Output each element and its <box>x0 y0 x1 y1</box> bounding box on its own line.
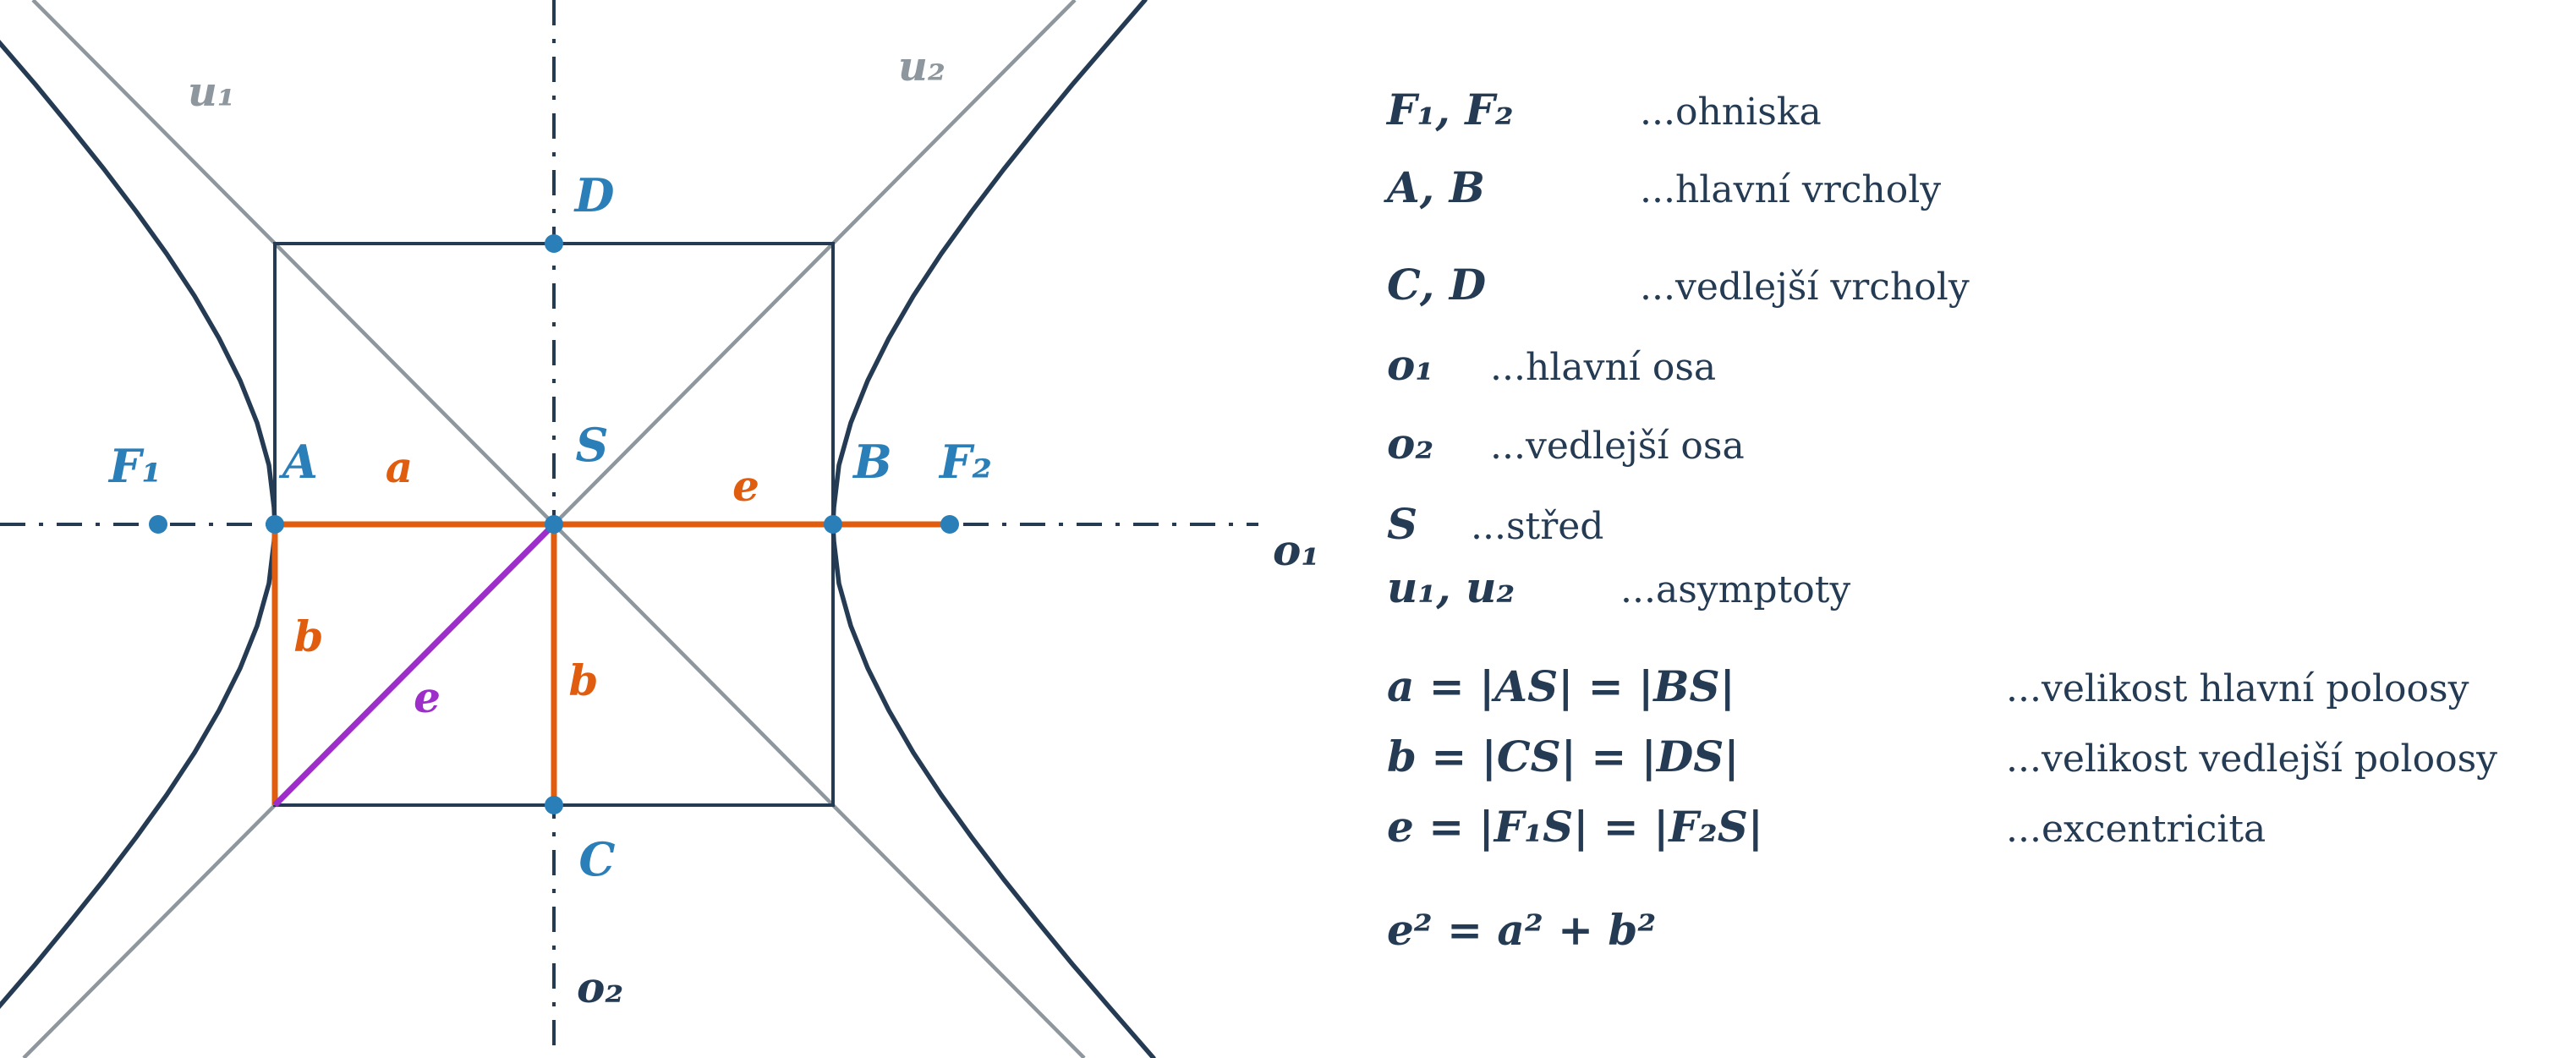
legend-row-main-axis: o₁ ...hlavní osa <box>1387 340 2554 391</box>
legend-panel: F₁, F₂ ...ohniska A, B ...hlavní vrcholy… <box>1387 85 2554 956</box>
legend-symbol: F₁, F₂ <box>1387 85 1514 134</box>
hyperbola-right-branch <box>830 0 1156 1058</box>
legend-symbol: e² = a² + b² <box>1387 905 1657 955</box>
label-u2: u₂ <box>898 43 945 90</box>
label-b-center: b <box>569 655 599 705</box>
point-F2 <box>940 515 959 534</box>
label-D: D <box>573 168 615 222</box>
label-a: a <box>386 442 413 492</box>
legend-row-eccentricity: e = |F₁S| = |F₂S| ...excentricita <box>1387 802 2554 852</box>
legend-symbol: S <box>1387 499 1418 549</box>
point-D <box>545 234 563 253</box>
hyperbola-diagram: F₁ A S B F₂ D C a e b b e u₁ u₂ o₁ o₂ <box>0 0 1319 1058</box>
legend-symbol: e = |F₁S| = |F₂S| <box>1387 802 1763 852</box>
point-B <box>824 515 842 534</box>
label-F1: F₁ <box>107 439 162 493</box>
legend-symbol: u₁, u₂ <box>1387 562 1515 612</box>
legend-desc: ...ohniska <box>1640 90 1822 134</box>
label-o2: o₂ <box>577 962 623 1012</box>
label-B: B <box>852 435 892 489</box>
label-o1: o₁ <box>1273 525 1319 575</box>
legend-row-asymptotes: u₁, u₂ ...asymptoty <box>1387 562 2554 613</box>
diagram-panel: F₁ A S B F₂ D C a e b b e u₁ u₂ o₁ o₂ <box>0 0 1319 1058</box>
legend-desc: ...vedlejší osa <box>1490 425 1745 468</box>
point-A <box>266 515 284 534</box>
legend-row-foci: F₁, F₂ ...ohniska <box>1387 85 2554 135</box>
legend-row-center: S ...střed <box>1387 499 2554 550</box>
point-S <box>545 515 563 534</box>
label-C: C <box>579 832 616 886</box>
legend-row-main-vertices: A, B ...hlavní vrcholy <box>1387 162 2554 213</box>
point-C <box>545 796 563 814</box>
legend-row-secondary-axis: o₂ ...vedlejší osa <box>1387 419 2554 469</box>
hyperbola-left-branch <box>0 39 277 1010</box>
legend-row-semi-minor: b = |CS| = |DS| ...velikost vedlejší pol… <box>1387 732 2554 782</box>
legend-desc: ...velikost hlavní poloosy <box>2006 667 2469 710</box>
legend-row-pythagorean-relation: e² = a² + b² <box>1387 905 2554 956</box>
segment-e-diagonal <box>272 522 556 808</box>
legend-symbol: A, B <box>1387 162 1485 212</box>
point-F1 <box>149 515 167 534</box>
label-A: A <box>278 435 318 489</box>
legend-symbol: b = |CS| = |DS| <box>1387 732 1740 781</box>
legend-desc: ...vedlejší vrcholy <box>1640 266 1970 309</box>
legend-row-semi-major: a = |AS| = |BS| ...velikost hlavní poloo… <box>1387 661 2554 712</box>
legend-row-secondary-vertices: C, D ...vedlejší vrcholy <box>1387 260 2554 310</box>
legend-desc: ...asymptoty <box>1620 568 1851 611</box>
label-e-orange: e <box>732 461 759 511</box>
legend-symbol: a = |AS| = |BS| <box>1387 661 1735 711</box>
legend-symbol: o₂ <box>1387 419 1434 469</box>
legend-desc: ...střed <box>1471 505 1604 548</box>
legend-desc: ...excentricita <box>2006 808 2266 851</box>
legend-desc: ...velikost vedlejší poloosy <box>2006 737 2498 781</box>
label-e-purple: e <box>414 672 441 722</box>
label-b-left: b <box>294 611 324 661</box>
label-F2: F₂ <box>938 435 992 489</box>
legend-symbol: C, D <box>1387 260 1487 310</box>
legend-desc: ...hlavní vrcholy <box>1640 168 1942 211</box>
label-S: S <box>576 418 609 472</box>
label-u1: u₁ <box>188 69 235 116</box>
legend-symbol: o₁ <box>1387 340 1434 390</box>
legend-desc: ...hlavní osa <box>1490 346 1717 389</box>
